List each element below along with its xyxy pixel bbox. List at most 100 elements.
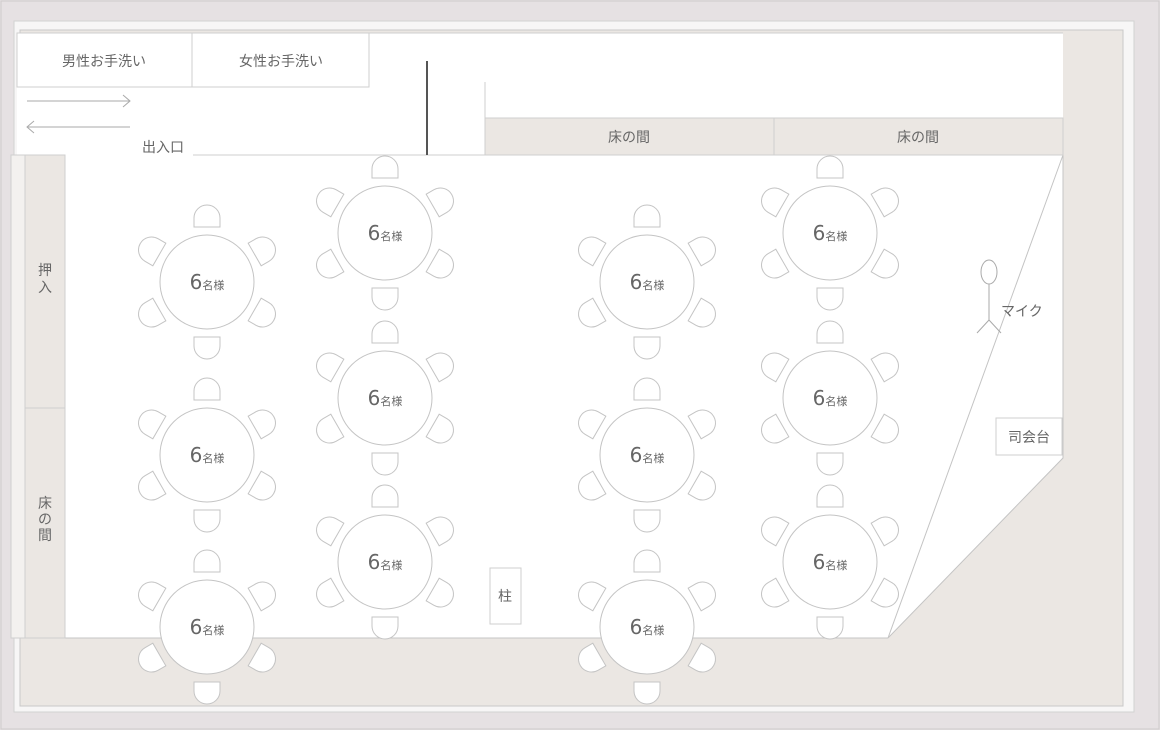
chair [316, 413, 345, 444]
chair [138, 581, 167, 612]
womens-restroom-label: 女性お手洗い [239, 53, 323, 70]
chair [247, 409, 276, 440]
table-capacity-label: 6名様 [630, 443, 665, 467]
chair [371, 287, 399, 311]
table-capacity-label: 6名様 [813, 386, 848, 410]
chair [247, 297, 276, 328]
table-capacity-label: 6名様 [813, 221, 848, 245]
hall-floor [24, 155, 1063, 638]
table-capacity-label: 6名様 [190, 443, 225, 467]
round-table-8: 6名様 [578, 377, 716, 533]
chair [816, 616, 844, 640]
chair [761, 413, 790, 444]
chair [578, 642, 607, 673]
mens-restroom [16, 32, 193, 88]
chair [687, 297, 716, 328]
tokonoma-left [24, 407, 66, 639]
tokonoma-2 [773, 117, 1064, 156]
chair [193, 509, 221, 533]
chair [425, 248, 454, 279]
table-capacity-label: 6名様 [368, 550, 403, 574]
pillar-label: 柱 [498, 589, 512, 605]
round-table-2: 6名様 [138, 377, 276, 533]
chair [761, 248, 790, 279]
chair [761, 577, 790, 608]
table-top [599, 407, 695, 503]
chair [371, 616, 399, 640]
chair [870, 248, 899, 279]
mic-label: マイク [1001, 304, 1043, 320]
chair [633, 204, 661, 228]
chair [371, 155, 399, 179]
chair [316, 248, 345, 279]
tokonoma-1 [484, 117, 775, 156]
chair [870, 187, 899, 218]
table-capacity-label: 6名様 [190, 270, 225, 294]
chair [193, 204, 221, 228]
chair [761, 516, 790, 547]
oshiire-closet [24, 154, 66, 409]
chair [578, 409, 607, 440]
table-top [599, 234, 695, 330]
chair [138, 642, 167, 673]
chair [687, 470, 716, 501]
chair [138, 297, 167, 328]
table-top [337, 185, 433, 281]
chair [138, 409, 167, 440]
chair [761, 352, 790, 383]
tokonoma-1-label: 床の間 [608, 130, 650, 146]
table-top [159, 407, 255, 503]
chair [425, 577, 454, 608]
chair [247, 581, 276, 612]
round-table-4: 6名様 [316, 155, 454, 311]
chair [138, 470, 167, 501]
chair [687, 409, 716, 440]
chair [633, 336, 661, 360]
table-top [782, 185, 878, 281]
round-table-5: 6名様 [316, 320, 454, 476]
table-capacity-label: 6名様 [368, 221, 403, 245]
table-top [599, 579, 695, 675]
table-top [782, 350, 878, 446]
chair [371, 452, 399, 476]
exit-arrow-icon [26, 120, 130, 134]
entry-arrow-icon [27, 94, 131, 108]
chair [578, 297, 607, 328]
chair [193, 681, 221, 705]
chair [870, 413, 899, 444]
table-top [337, 514, 433, 610]
chair [687, 236, 716, 267]
chair [371, 320, 399, 344]
chair [578, 581, 607, 612]
chair [425, 187, 454, 218]
podium [995, 417, 1063, 456]
chair [371, 484, 399, 508]
tokonoma-2-label: 床の間 [897, 130, 939, 146]
womens-restroom [191, 32, 370, 88]
chair [816, 320, 844, 344]
entrance-label: 出入口 [142, 140, 184, 156]
chair [870, 577, 899, 608]
mens-restroom-label: 男性お手洗い [62, 54, 146, 70]
chair [193, 377, 221, 401]
chair [425, 413, 454, 444]
round-table-12: 6名様 [761, 484, 899, 640]
chair [633, 509, 661, 533]
chair [193, 336, 221, 360]
table-capacity-label: 6名様 [630, 270, 665, 294]
table-top [159, 234, 255, 330]
chair [816, 452, 844, 476]
round-table-6: 6名様 [316, 484, 454, 640]
chair [816, 155, 844, 179]
chair [138, 236, 167, 267]
round-table-3: 6名様 [138, 549, 276, 705]
table-capacity-label: 6名様 [630, 615, 665, 639]
chair [578, 470, 607, 501]
chair [425, 516, 454, 547]
chair [687, 642, 716, 673]
chair [870, 516, 899, 547]
chair [761, 187, 790, 218]
chair [316, 577, 345, 608]
chair [816, 287, 844, 311]
chair [247, 236, 276, 267]
